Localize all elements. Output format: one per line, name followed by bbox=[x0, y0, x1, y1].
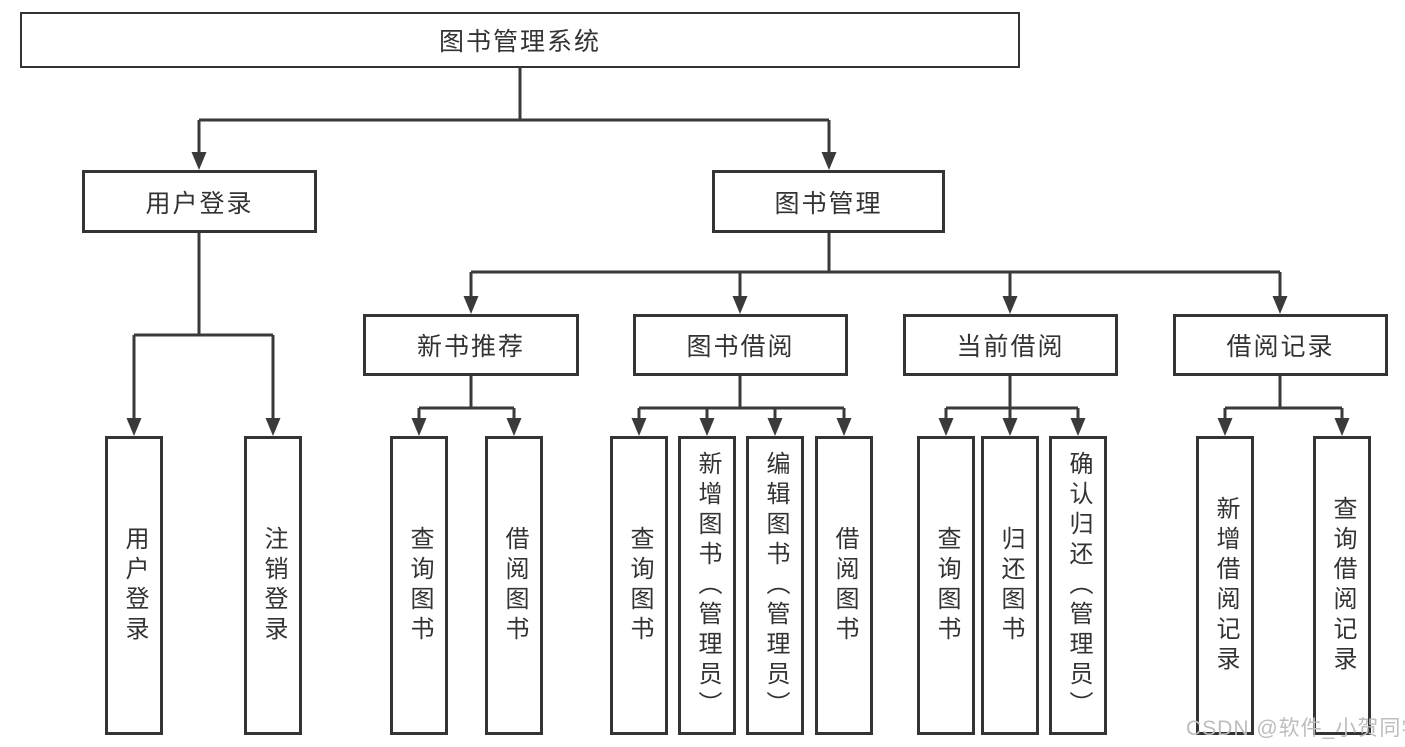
node-book-borrowing: 图书借阅 bbox=[633, 314, 848, 376]
node-borrowing-records: 借阅记录 bbox=[1173, 314, 1388, 376]
leaf-logout: 注销登录 bbox=[244, 436, 302, 735]
node-user-login-branch: 用户登录 bbox=[82, 170, 317, 233]
leaf-query-books-2: 查询图书 bbox=[610, 436, 668, 735]
node-label: 新书推荐 bbox=[416, 333, 525, 361]
leaf-label: 新增图书（管理员） bbox=[694, 450, 721, 721]
leaf-query-borrow-record: 查询借阅记录 bbox=[1313, 436, 1371, 735]
leaf-confirm-return-admin: 确认归还（管理员） bbox=[1049, 436, 1107, 735]
node-label: 图书管理 bbox=[774, 189, 883, 218]
leaf-add-borrow-record: 新增借阅记录 bbox=[1196, 436, 1254, 735]
leaf-label: 借阅图书 bbox=[501, 525, 528, 646]
leaf-label: 归还图书 bbox=[997, 525, 1024, 646]
leaf-label: 查询图书 bbox=[626, 525, 653, 646]
leaf-query-books-3: 查询图书 bbox=[917, 436, 975, 735]
leaf-label: 编辑图书（管理员） bbox=[762, 450, 789, 721]
leaf-label: 借阅图书 bbox=[831, 525, 858, 646]
leaf-query-books-1: 查询图书 bbox=[390, 436, 448, 735]
node-new-book-recommendation: 新书推荐 bbox=[363, 314, 579, 376]
leaf-label: 用户登录 bbox=[121, 525, 148, 646]
leaf-borrow-books-2: 借阅图书 bbox=[815, 436, 873, 735]
leaf-label: 查询图书 bbox=[933, 525, 960, 646]
node-label: 用户登录 bbox=[145, 189, 254, 218]
node-book-management-branch: 图书管理 bbox=[712, 170, 945, 233]
node-label: 借阅记录 bbox=[1226, 333, 1335, 361]
node-label: 图书借阅 bbox=[686, 333, 795, 361]
leaf-label: 新增借阅记录 bbox=[1212, 495, 1239, 676]
leaf-label: 确认归还（管理员） bbox=[1065, 450, 1092, 721]
leaf-edit-books-admin: 编辑图书（管理员） bbox=[746, 436, 804, 735]
leaf-add-books-admin: 新增图书（管理员） bbox=[678, 436, 736, 735]
leaf-borrow-books-1: 借阅图书 bbox=[485, 436, 543, 735]
leaf-user-login: 用户登录 bbox=[105, 436, 163, 735]
leaf-return-books: 归还图书 bbox=[981, 436, 1039, 735]
csdn-watermark: CSDN @软件_小贺同学 bbox=[1186, 717, 1405, 740]
node-label: 当前借阅 bbox=[956, 333, 1065, 361]
leaf-label: 注销登录 bbox=[260, 525, 287, 646]
node-label: 图书管理系统 bbox=[438, 28, 601, 56]
leaf-label: 查询图书 bbox=[406, 525, 433, 646]
node-current-borrowing: 当前借阅 bbox=[903, 314, 1118, 376]
leaf-label: 查询借阅记录 bbox=[1329, 495, 1356, 676]
node-library-management-system: 图书管理系统 bbox=[20, 12, 1020, 68]
